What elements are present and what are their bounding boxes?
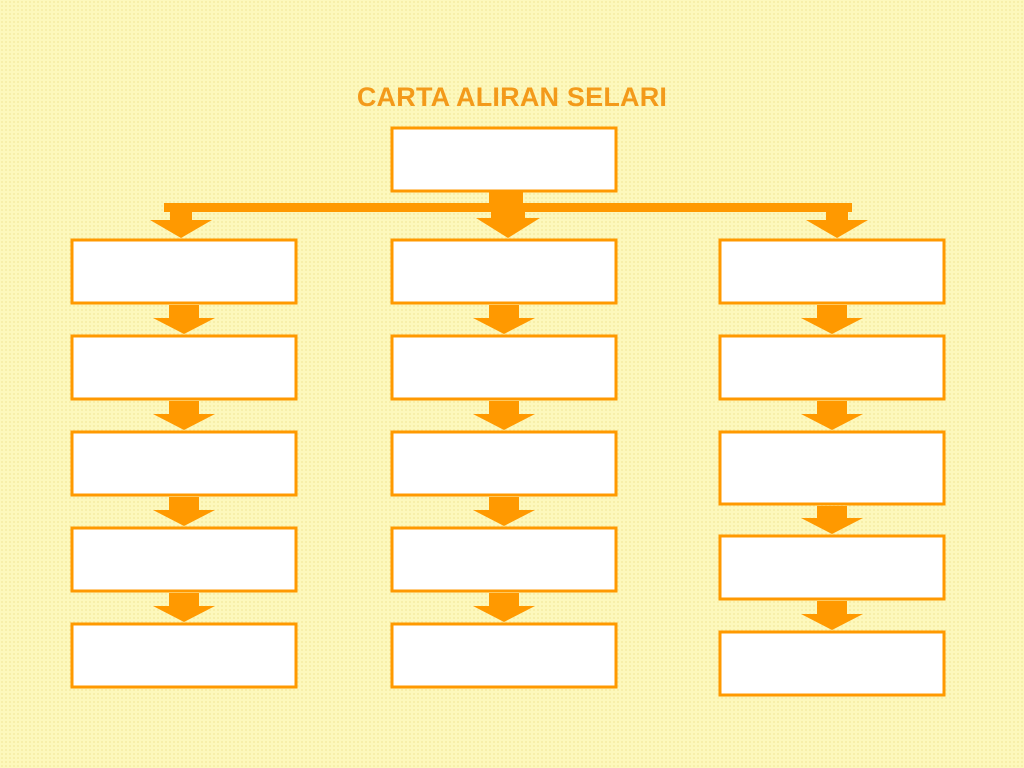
- process-box-left-4: [70, 526, 298, 593]
- flow-arrow-left-1: [153, 305, 215, 334]
- process-box-left-5: [70, 622, 298, 689]
- process-box-right-4: [718, 534, 946, 601]
- process-box-right-5: [718, 630, 946, 697]
- process-box-left-2: [70, 334, 298, 401]
- branch-arrow-left: [150, 204, 212, 238]
- flow-arrow-center-1: [473, 305, 535, 334]
- slide-title: CARTA ALIRAN SELARI: [356, 82, 668, 112]
- process-box-right-3: [718, 430, 946, 506]
- branch-arrow-center: [476, 206, 540, 238]
- flow-arrow-right-2: [801, 401, 863, 430]
- flow-arrow-right-3: [801, 506, 863, 534]
- flow-arrow-left-2: [153, 401, 215, 430]
- process-box-right-2: [718, 334, 946, 401]
- flow-arrow-left-3: [153, 497, 215, 526]
- process-box-center-2: [390, 334, 618, 401]
- flow-arrow-center-3: [473, 497, 535, 526]
- process-box-left-3: [70, 430, 298, 497]
- process-box-left-1: [70, 238, 298, 305]
- branch-arrow-right: [806, 204, 868, 238]
- flow-arrow-left-4: [153, 593, 215, 622]
- process-box-right-1: [718, 238, 946, 305]
- process-box-center-1: [390, 238, 618, 305]
- process-box-center-4: [390, 526, 618, 593]
- flow-arrow-center-2: [473, 401, 535, 430]
- process-box-center-3: [390, 430, 618, 497]
- flow-arrow-center-4: [473, 593, 535, 622]
- flow-arrow-right-4: [801, 601, 863, 630]
- process-box-center-5: [390, 622, 618, 689]
- flow-arrow-right-1: [801, 305, 863, 334]
- root-process-box: [390, 126, 618, 193]
